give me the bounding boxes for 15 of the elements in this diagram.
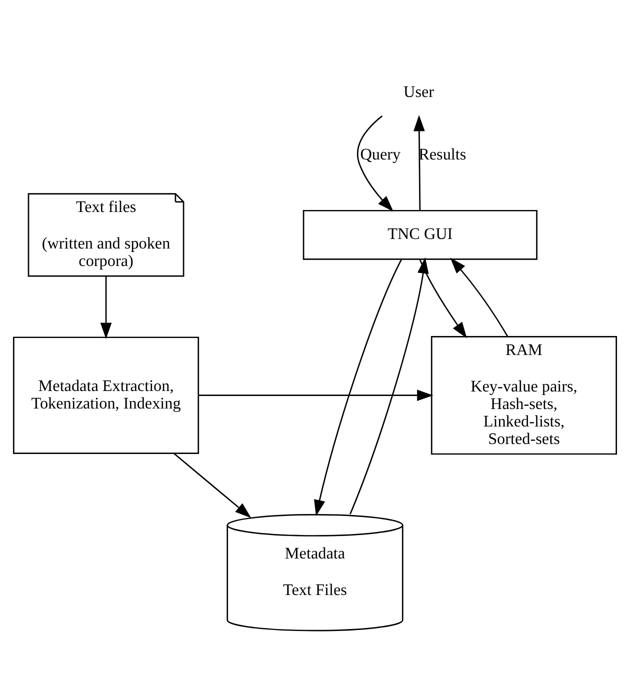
arrow <box>357 115 394 212</box>
arrow <box>314 258 402 516</box>
arrow <box>414 115 425 210</box>
arrow <box>198 390 434 402</box>
arrow <box>100 276 112 339</box>
node-box: TNC GUI <box>302 210 538 260</box>
arrow <box>173 452 252 518</box>
edge-label: Query <box>360 146 401 164</box>
arrow <box>450 258 508 337</box>
node-box: RAM Key-value pairs, Hash-sets, Linked-lists, Sorted-sets <box>430 336 617 455</box>
node-text: User <box>404 84 434 101</box>
edge-label: Results <box>418 146 466 164</box>
arrow <box>419 258 467 338</box>
arrow <box>350 257 429 514</box>
node-box: Metadata Extraction, Tokenization, Indexing <box>13 336 200 454</box>
